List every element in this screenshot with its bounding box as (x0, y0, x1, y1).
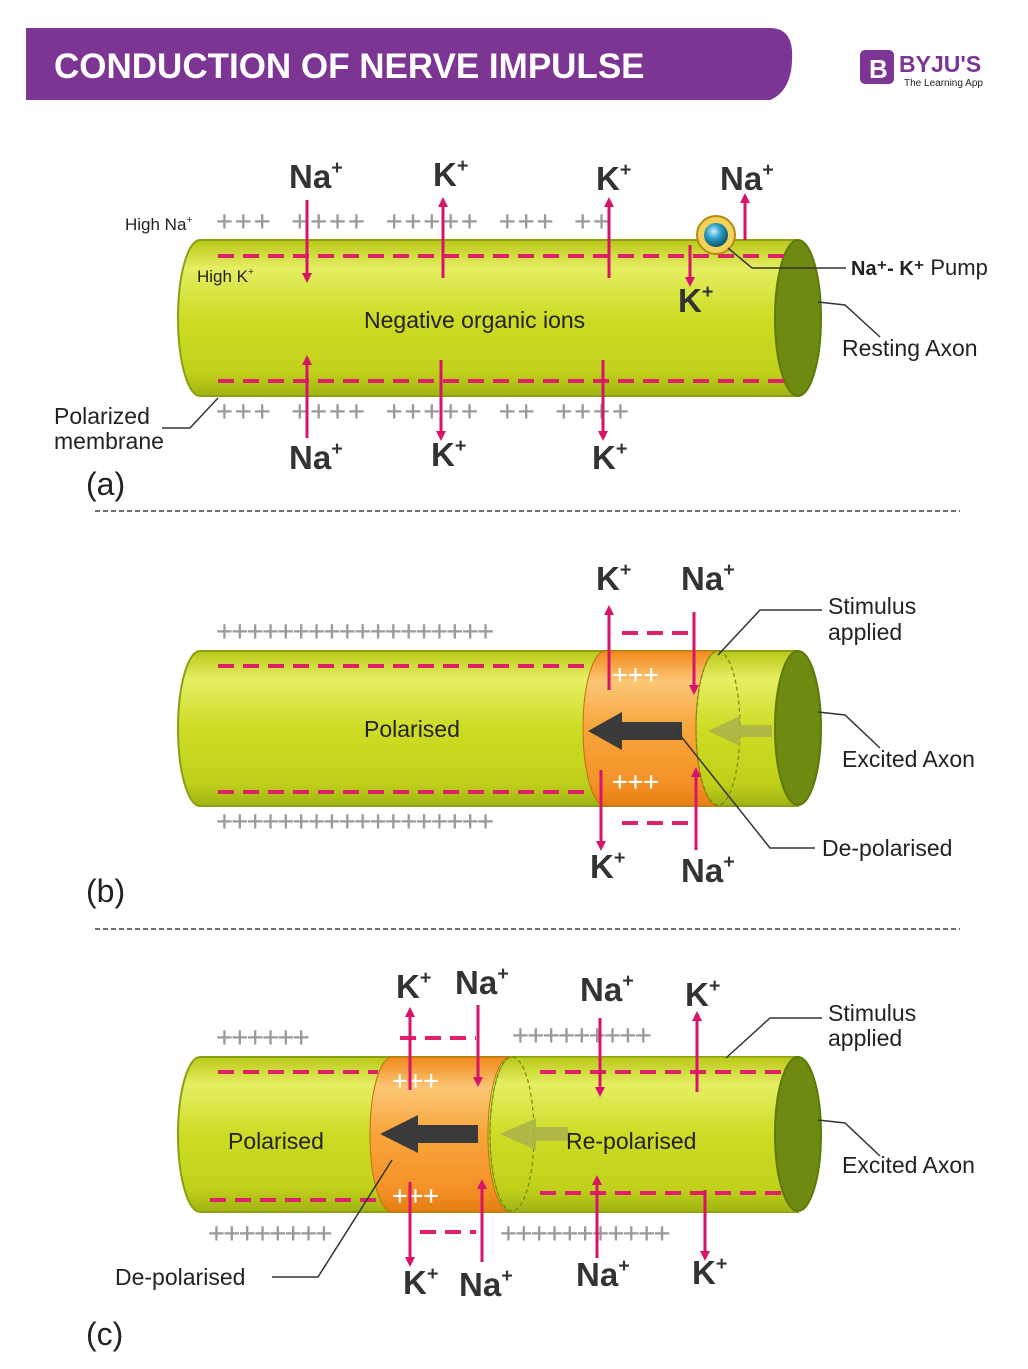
label-depolarised: De-polarised (822, 835, 952, 861)
page-title: CONDUCTION OF NERVE IMPULSE (54, 47, 645, 86)
ion-k-inner: K+ (678, 281, 713, 319)
ion-na-bottom: Na+ (681, 851, 735, 889)
label-applied: applied (828, 619, 902, 645)
ion-k-bottom-2: K+ (592, 438, 627, 476)
ion-na-top-2: Na+ (580, 970, 634, 1008)
inner-plus-bottom: +++ (392, 1181, 439, 1211)
ion-na-top-2: Na+ (720, 159, 774, 197)
stimulus-leader (725, 1017, 822, 1059)
ion-k-top-2: K+ (596, 159, 631, 197)
excited-axon-body (177, 650, 799, 807)
stimulus-arrow-icon (708, 716, 772, 746)
ion-k-top-1: K+ (433, 155, 468, 193)
resting-axon-body (177, 239, 799, 397)
label-polarized: Polarized (54, 403, 150, 429)
excited-axon-leader (817, 1119, 881, 1157)
depolarised-leader (675, 729, 815, 849)
panel-a-label: (a) (86, 466, 125, 502)
axon-end-cap (774, 239, 822, 397)
axon-end-cap (774, 650, 822, 806)
inner-plus-top: +++ (392, 1066, 439, 1096)
label-excited-axon: Excited Axon (842, 1152, 975, 1178)
brand-logo: B BYJU'S The Learning App (860, 50, 983, 89)
ion-k-top-1: K+ (396, 967, 431, 1005)
plus-row-bottom-right: +++++++++++ (500, 1216, 670, 1249)
label-depolarised: De-polarised (115, 1264, 245, 1290)
ion-k-bottom-2: K+ (692, 1253, 727, 1291)
header-banner: CONDUCTION OF NERVE IMPULSE (26, 28, 793, 100)
resting-axon-leader (817, 301, 881, 338)
panel-a: +++ ++++ +++++ +++ ++ +++ ++++ +++++ ++ … (54, 155, 988, 502)
label-stimulus: Stimulus (828, 1000, 916, 1026)
title-banner (26, 28, 793, 100)
panel-b: ++++++++++++++++++ ++++++++++++++++++ ++… (86, 559, 975, 909)
stimulus-leader (717, 609, 822, 656)
ion-na-top-1: Na+ (289, 157, 343, 195)
plus-row-bottom: +++ ++++ +++++ ++ ++++ (216, 394, 631, 427)
ion-na-bottom-2: Na+ (576, 1255, 630, 1293)
label-applied: applied (828, 1025, 902, 1051)
plus-row-bottom-left: ++++++++ (208, 1216, 332, 1249)
ion-na-bottom-1: Na+ (289, 438, 343, 476)
brand-name: BYJU'S (899, 51, 981, 77)
plus-row-top-left: ++++++ (216, 1020, 309, 1053)
ion-na-top-1: Na+ (455, 963, 509, 1001)
inner-plus-top: +++ (612, 660, 659, 690)
pump-leader-line (727, 247, 846, 269)
inner-plus-bottom: +++ (612, 767, 659, 797)
label-excited-axon: Excited Axon (842, 746, 975, 772)
ion-na-top: Na+ (681, 559, 735, 597)
panel-b-label: (b) (86, 873, 125, 909)
ion-na-bottom-1: Na+ (459, 1265, 513, 1303)
label-polarised: Polarised (228, 1128, 324, 1154)
label-polarised: Polarised (364, 716, 460, 742)
label-stimulus: Stimulus (828, 593, 916, 619)
ion-k-bottom: K+ (590, 847, 625, 885)
ion-k-bottom-1: K+ (431, 435, 466, 473)
stimulus-arrow-icon (500, 1118, 568, 1150)
label-pump: Na⁺- K⁺Pump (851, 255, 988, 280)
ion-k-bottom-1: K+ (403, 1263, 438, 1301)
logo-b-glyph: B (869, 54, 888, 84)
pump-core-icon (704, 223, 728, 247)
plus-row-top: +++ ++++ +++++ +++ ++ (216, 204, 612, 237)
panel-c-label: (c) (86, 1316, 123, 1352)
conduction-arrow-icon (588, 712, 682, 750)
label-high-k: High K+ (197, 267, 254, 286)
conduction-arrow-icon (380, 1115, 478, 1153)
plus-row-top: ++++++++++++++++++ (216, 614, 493, 647)
excited-axon-leader (817, 711, 881, 749)
depolarised-leader (272, 1159, 393, 1278)
logo-badge-icon (860, 50, 894, 84)
label-negative-ions: Negative organic ions (364, 307, 585, 333)
label-repolarised: Re-polarised (566, 1128, 696, 1154)
ion-k-top-2: K+ (685, 975, 720, 1013)
label-resting-axon: Resting Axon (842, 335, 978, 361)
plus-row-bottom: ++++++++++++++++++ (216, 804, 493, 837)
ion-k-top: K+ (596, 559, 631, 597)
label-membrane: membrane (54, 428, 164, 454)
axon-end-cap (774, 1056, 822, 1212)
label-high-na: High Na+ (125, 215, 192, 234)
panel-c: ++++++ +++++++++ ++++++++ +++++++++++ ++… (86, 963, 975, 1352)
brand-tagline: The Learning App (904, 78, 983, 89)
membrane-leader (162, 397, 219, 429)
plus-row-top-right: +++++++++ (512, 1018, 651, 1051)
